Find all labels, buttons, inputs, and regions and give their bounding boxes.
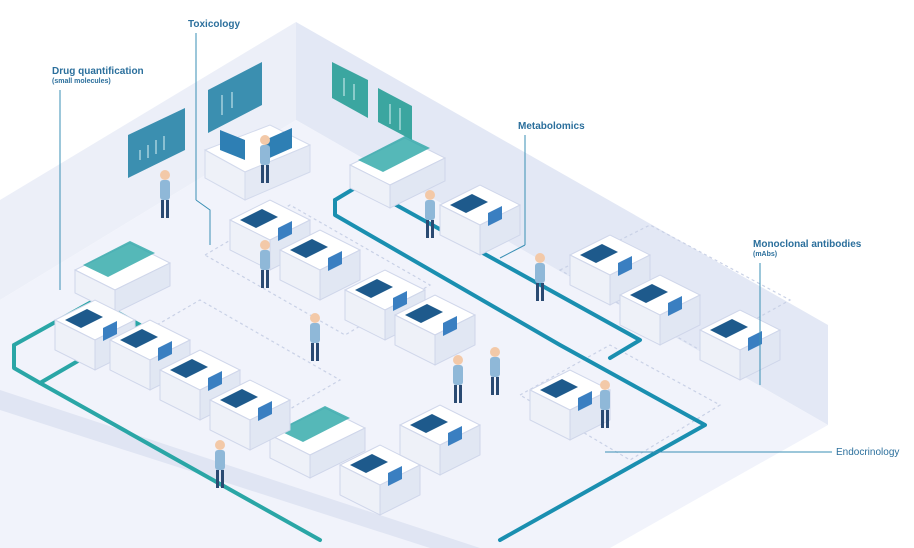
label-toxicology-title: Toxicology	[188, 19, 241, 30]
wall-monitors	[128, 62, 412, 178]
label-metabolomics-title: Metabolomics	[518, 121, 585, 132]
label-endocrinology: Endocrinology	[836, 447, 899, 459]
label-metabolomics: Metabolomics	[518, 121, 585, 133]
label-monoclonal-antibodies-title: Monoclonal antibodies	[753, 239, 862, 250]
label-monoclonal-antibodies-subtitle: (mAbs)	[753, 251, 778, 258]
label-drug-quantification: Drug quantification (small molecules)	[52, 66, 144, 86]
label-endocrinology-title: Endocrinology	[836, 447, 900, 458]
callout-lines	[59, 33, 832, 453]
label-toxicology: Toxicology	[188, 19, 240, 31]
label-drug-quantification-title: Drug quantification	[52, 66, 144, 77]
central-desk	[203, 124, 312, 201]
label-drug-quantification-subtitle: (small molecules)	[52, 78, 111, 85]
sample-track	[12, 183, 707, 542]
label-monoclonal-antibodies: Monoclonal antibodies (mAbs)	[753, 239, 861, 259]
